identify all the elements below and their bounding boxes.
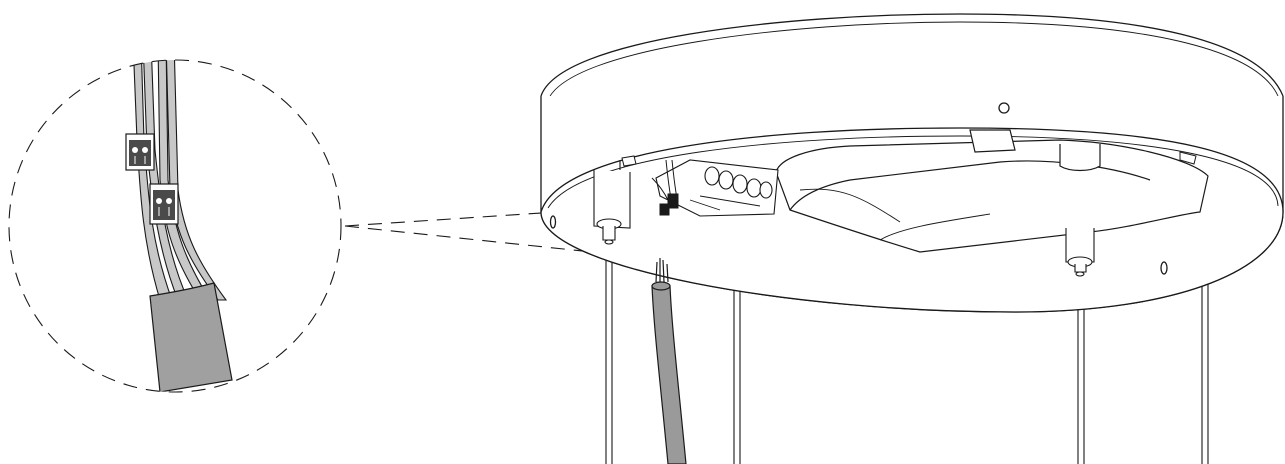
mounting-stud-left bbox=[593, 160, 631, 245]
power-cable bbox=[651, 258, 687, 464]
zoom-circle bbox=[8, 59, 342, 393]
internal-wiring bbox=[651, 159, 679, 216]
cable-sleeve bbox=[149, 282, 233, 392]
wire-connector-upper bbox=[125, 133, 155, 171]
zoom-callout bbox=[8, 59, 342, 393]
mounting-stud-right bbox=[1065, 228, 1095, 277]
rim-brackets bbox=[621, 151, 1197, 167]
wire-connector-lower bbox=[149, 183, 179, 225]
terminal-block bbox=[655, 159, 779, 217]
driver-box bbox=[775, 129, 1209, 253]
